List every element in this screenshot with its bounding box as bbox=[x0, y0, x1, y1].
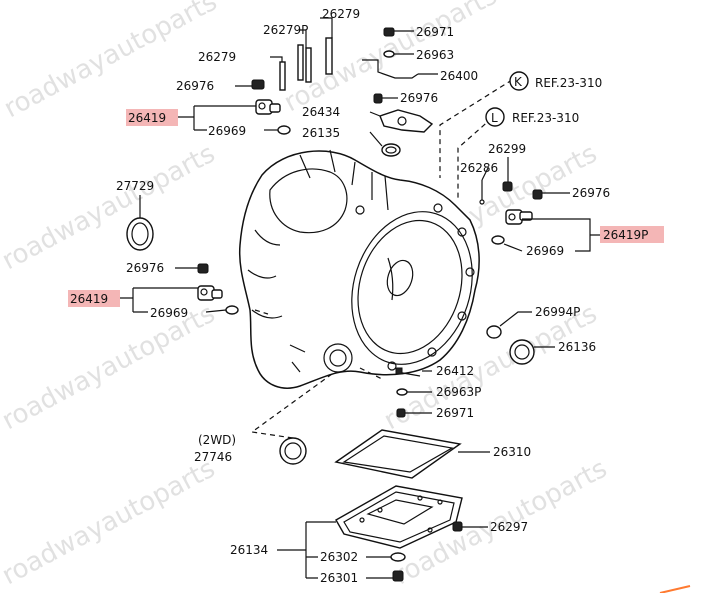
label-26299: 26299 bbox=[488, 142, 526, 156]
watermark-1: roadwayautoparts bbox=[0, 0, 222, 124]
label-26279-top: 26279 bbox=[322, 7, 360, 21]
label-ref-k: REF.23-310 bbox=[535, 76, 602, 90]
seal-27746 bbox=[279, 437, 307, 465]
highlight-26419-left bbox=[68, 290, 120, 307]
left-parts bbox=[126, 217, 239, 315]
label-26301: 26301 bbox=[320, 571, 358, 585]
label-26969-a: 26969 bbox=[208, 124, 246, 138]
ref-circle-l-letter: L bbox=[491, 111, 498, 125]
highlight-26419-top bbox=[126, 109, 178, 126]
label-27729: 27729 bbox=[116, 179, 154, 193]
watermark-3: roadwayautoparts bbox=[0, 139, 220, 276]
transmission-case bbox=[238, 149, 480, 389]
seal-26136 bbox=[509, 339, 535, 365]
label-26134: 26134 bbox=[230, 543, 268, 557]
stud-26279-top bbox=[325, 37, 333, 75]
label-26963-a: 26963 bbox=[416, 48, 454, 62]
right-parts bbox=[479, 180, 543, 365]
watermark-2: roadwayautoparts bbox=[279, 0, 502, 118]
label-26310: 26310 bbox=[493, 445, 531, 459]
top-parts bbox=[251, 27, 434, 157]
highlight-26419P bbox=[600, 226, 664, 243]
label-26302: 26302 bbox=[320, 550, 358, 564]
sensor-26419-top bbox=[255, 99, 281, 115]
label-26279-left: 26279 bbox=[198, 50, 236, 64]
label-26969-c: 26969 bbox=[150, 306, 188, 320]
bottom-parts bbox=[279, 367, 463, 582]
label-26136: 26136 bbox=[558, 340, 596, 354]
label-26976-a: 26976 bbox=[176, 79, 214, 93]
label-26419P: 26419P bbox=[603, 228, 648, 242]
label-26994P: 26994P bbox=[535, 305, 580, 319]
sensor-26419P bbox=[505, 209, 533, 225]
label-26412: 26412 bbox=[436, 364, 474, 378]
label-26976-c: 26976 bbox=[572, 186, 610, 200]
label-26976-b: 26976 bbox=[400, 91, 438, 105]
label-26963P: 26963P bbox=[436, 385, 481, 399]
label-26135: 26135 bbox=[302, 126, 340, 140]
label-26279P: 26279P bbox=[263, 23, 308, 37]
sensor-26434 bbox=[379, 109, 434, 133]
oil-pan-26134 bbox=[335, 485, 463, 549]
label-26419-left: 26419 bbox=[70, 292, 108, 306]
part-labels: 26279 26279P 26279 26976 26419 26969 269… bbox=[70, 7, 648, 585]
label-26400: 26400 bbox=[440, 69, 478, 83]
bracket-26400 bbox=[362, 59, 419, 79]
highlights bbox=[68, 109, 664, 307]
label-26297: 26297 bbox=[490, 520, 528, 534]
ref-circle-l bbox=[485, 107, 505, 127]
label-ref-l: REF.23-310 bbox=[512, 111, 579, 125]
reference-markers: K L bbox=[485, 71, 529, 127]
corner-accent bbox=[659, 585, 691, 593]
label-26976-d: 26976 bbox=[126, 261, 164, 275]
label-26419-top: 26419 bbox=[128, 111, 166, 125]
label-2wd: (2WD) bbox=[198, 433, 236, 447]
leader-lines bbox=[120, 17, 600, 579]
ref-circle-k bbox=[509, 71, 529, 91]
label-27746: 27746 bbox=[194, 450, 232, 464]
watermark-7: roadwayautoparts bbox=[0, 454, 220, 591]
label-26969-b: 26969 bbox=[526, 244, 564, 258]
label-26434: 26434 bbox=[302, 105, 340, 119]
label-26971-a: 26971 bbox=[416, 25, 454, 39]
label-26971-b: 26971 bbox=[436, 406, 474, 420]
sensor-26419-left bbox=[197, 285, 223, 301]
ref-circle-k-letter: K bbox=[514, 75, 523, 89]
label-26286: 26286 bbox=[460, 161, 498, 175]
bolt-26971-top bbox=[383, 27, 395, 37]
